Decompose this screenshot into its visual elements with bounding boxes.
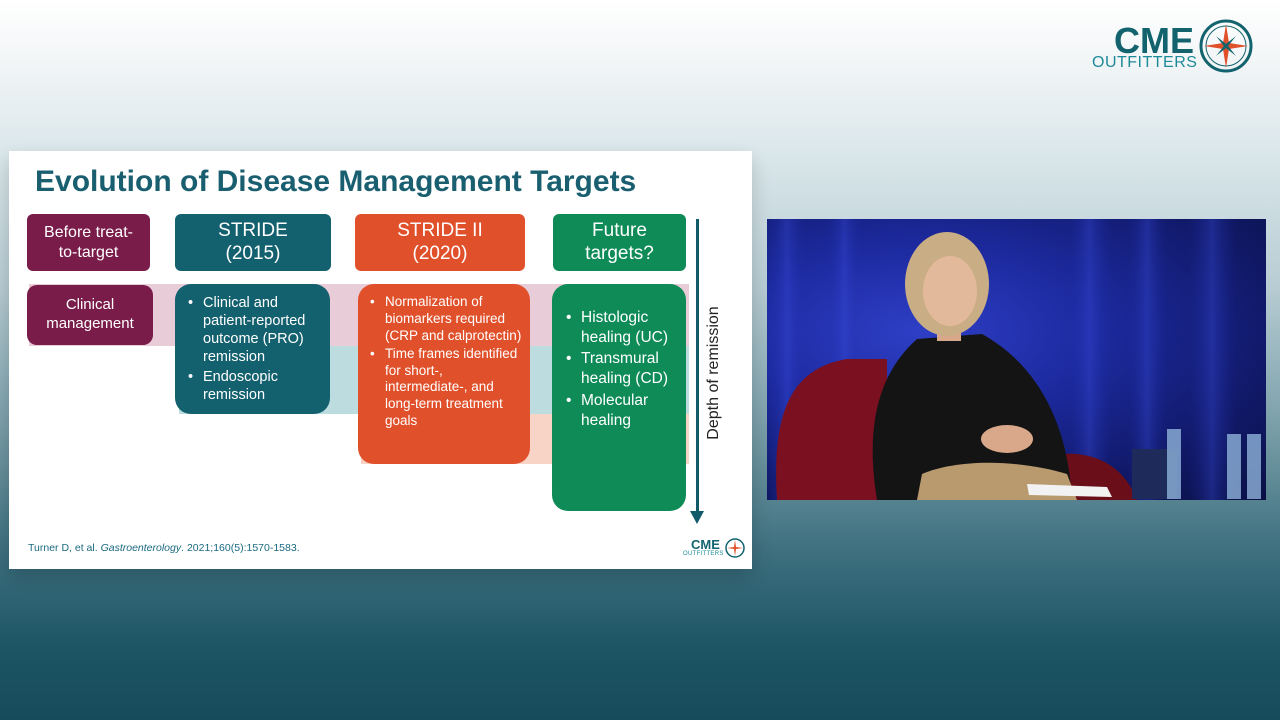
citation-details: . 2021;160(5):1570-1583. bbox=[181, 542, 300, 554]
header-label: Before treat- to-target bbox=[44, 224, 133, 261]
list-item: Normalization of biomarkers required (CR… bbox=[370, 294, 522, 345]
brand-name-bottom: OUTFITTERS bbox=[1092, 54, 1198, 71]
citation: Turner D, et al. Gastroenterology. 2021;… bbox=[28, 542, 300, 554]
depth-axis-line bbox=[696, 219, 699, 511]
box-stride-2015: Clinical and patient-reported outcome (P… bbox=[175, 284, 330, 414]
stride-ii-bullets: Normalization of biomarkers required (CR… bbox=[370, 294, 522, 430]
header-future-targets: Future targets? bbox=[553, 214, 686, 271]
depth-axis-label: Depth of remission bbox=[705, 306, 722, 440]
presenter-video-feed bbox=[767, 219, 1266, 500]
citation-authors: Turner D, et al. bbox=[28, 542, 98, 554]
slide-logo-bottom: OUTFITTERS bbox=[683, 551, 724, 557]
brand-logo: CME OUTFITTERS bbox=[1090, 18, 1260, 74]
header-stride-2015: STRIDE (2015) bbox=[175, 214, 331, 271]
clinical-management-text: Clinical management bbox=[46, 296, 134, 332]
citation-journal: Gastroenterology bbox=[100, 542, 182, 554]
list-item: Molecular healing bbox=[566, 391, 678, 431]
future-targets-bullets: Histologic healing (UC) Transmural heali… bbox=[566, 308, 678, 431]
down-arrow-icon bbox=[690, 511, 704, 524]
compass-rose-icon bbox=[1199, 19, 1253, 73]
list-item: Clinical and patient-reported outcome (P… bbox=[188, 294, 320, 367]
box-future-targets: Histologic healing (UC) Transmural heali… bbox=[552, 284, 686, 511]
list-item: Histologic healing (UC) bbox=[566, 308, 678, 348]
list-item: Transmural healing (CD) bbox=[566, 349, 678, 389]
presenter-scene bbox=[767, 219, 1261, 500]
compass-rose-icon bbox=[725, 538, 745, 558]
box-clinical-management: Clinical management bbox=[27, 285, 153, 345]
presentation-slide: Evolution of Disease Management Targets … bbox=[9, 151, 752, 569]
header-label: Future targets? bbox=[585, 219, 654, 264]
header-label: STRIDE II (2020) bbox=[397, 219, 483, 264]
list-item: Time frames identified for short-, inter… bbox=[370, 346, 522, 430]
brand-name-top: CME bbox=[1114, 20, 1194, 61]
header-stride-ii-2020: STRIDE II (2020) bbox=[355, 214, 525, 271]
header-before-treat-to-target: Before treat- to-target bbox=[27, 214, 150, 271]
slide-logo: CME OUTFITTERS bbox=[681, 537, 747, 561]
slide-title: Evolution of Disease Management Targets bbox=[35, 165, 637, 198]
stride-2015-bullets: Clinical and patient-reported outcome (P… bbox=[188, 294, 320, 404]
box-stride-ii-2020: Normalization of biomarkers required (CR… bbox=[358, 284, 530, 464]
header-label: STRIDE (2015) bbox=[218, 219, 288, 264]
list-item: Endoscopic remission bbox=[188, 368, 320, 404]
slide-logo-top: CME bbox=[691, 537, 720, 552]
